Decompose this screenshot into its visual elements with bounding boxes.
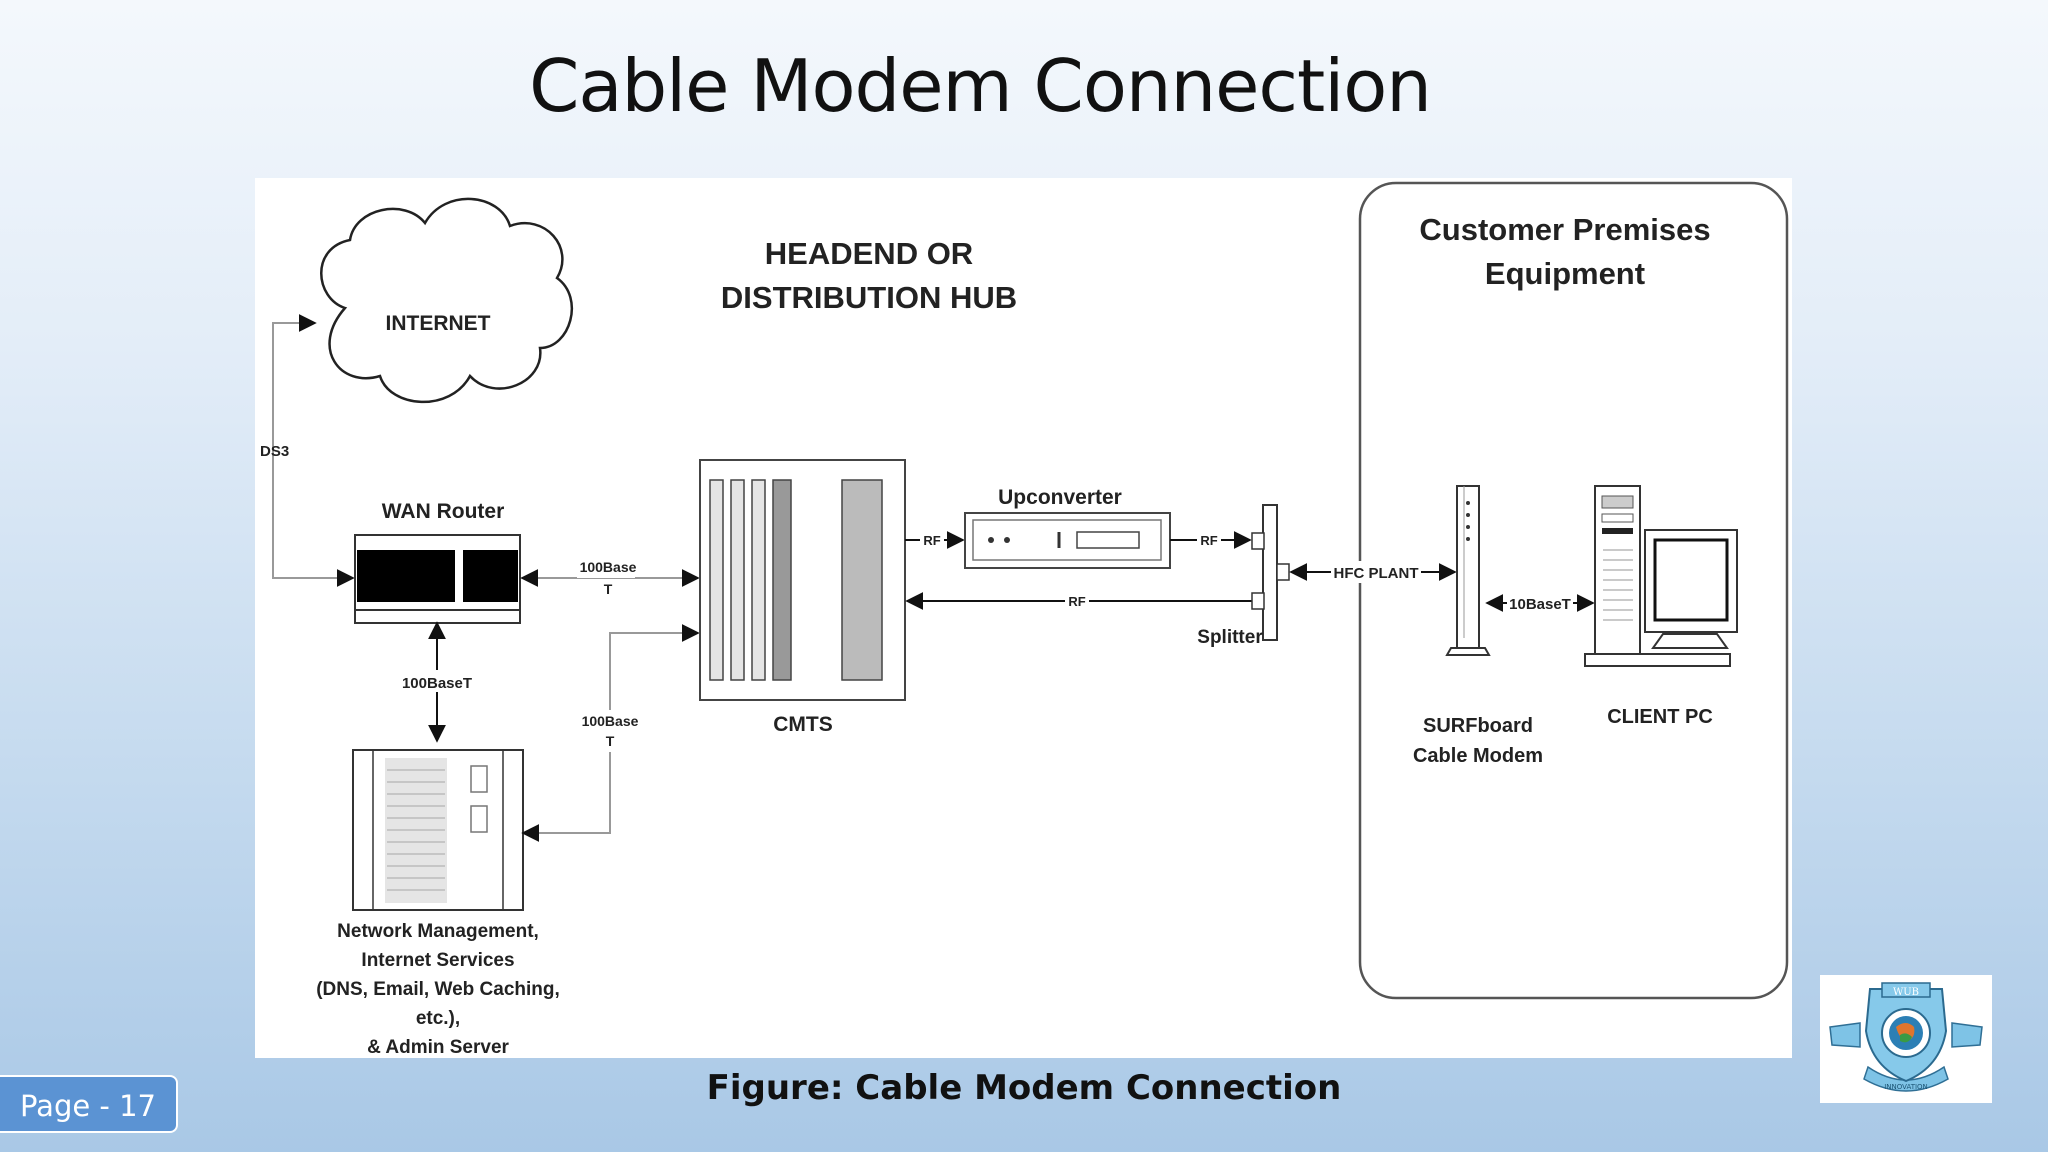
client-pc-icon [1584, 485, 1738, 667]
splitter-label: Splitter [1197, 627, 1263, 648]
university-logo-icon: WUB INNOVATION [1820, 975, 1992, 1103]
link-10baset-label: 10BaseT [1509, 596, 1571, 613]
figure-caption: Figure: Cable Modem Connection [706, 1068, 1342, 1108]
internet-label: INTERNET [386, 312, 491, 335]
router-icon [354, 534, 521, 624]
cpe-label-line2: Equipment [1485, 256, 1645, 291]
hfc-plant-label: HFC PLANT [1334, 565, 1419, 582]
rf-label-1: RF [923, 533, 940, 548]
rf-label-2: RF [1200, 533, 1217, 548]
cmts-label: CMTS [773, 713, 833, 736]
link-100baset-1-label-b: T [604, 581, 613, 597]
link-100baset-2-label-b: T [606, 733, 615, 749]
slide-title: Cable Modem Connection [529, 44, 1432, 128]
server-label-line5: & Admin Server [367, 1037, 509, 1058]
logo-text-top: WUB [1893, 987, 1919, 998]
ds3-label: DS3 [260, 443, 289, 460]
headend-label-line1: HEADEND OR [765, 236, 973, 271]
server-label-line3: (DNS, Email, Web Caching, [316, 979, 560, 1000]
logo-text-bottom: INNOVATION [1884, 1083, 1928, 1091]
server-label-line2: Internet Services [361, 950, 514, 971]
upconverter-icon [964, 512, 1171, 569]
headend-label-line2: DISTRIBUTION HUB [721, 280, 1017, 315]
customer-premises-box [1358, 181, 1789, 1000]
page-number-badge: Page - 17 [0, 1075, 178, 1133]
splitter-icon [1251, 504, 1290, 641]
modem-label-line1: SURFboard [1423, 715, 1533, 737]
server-icon [352, 749, 524, 911]
client-pc-label: CLIENT PC [1607, 706, 1713, 728]
link-100baset-1-label-a: 100Base [580, 559, 637, 575]
cloud-icon [320, 197, 574, 404]
server-label-line1: Network Management, [337, 921, 539, 942]
server-label-line4: etc.), [416, 1008, 460, 1029]
cable-modem-icon [1445, 485, 1491, 656]
upconverter-label: Upconverter [998, 486, 1122, 509]
link-100baset-vertical-label: 100BaseT [402, 675, 472, 692]
cable-modem-diagram: Customer Premises Equipment HEADEND OR D… [255, 178, 1792, 1058]
rf-label-3: RF [1068, 594, 1085, 609]
link-100baset-2-label-a: 100Base [582, 713, 639, 729]
cmts-icon [699, 459, 906, 701]
cpe-label-line1: Customer Premises [1419, 212, 1710, 247]
wan-router-label: WAN Router [382, 500, 505, 523]
modem-label-line2: Cable Modem [1413, 745, 1543, 767]
